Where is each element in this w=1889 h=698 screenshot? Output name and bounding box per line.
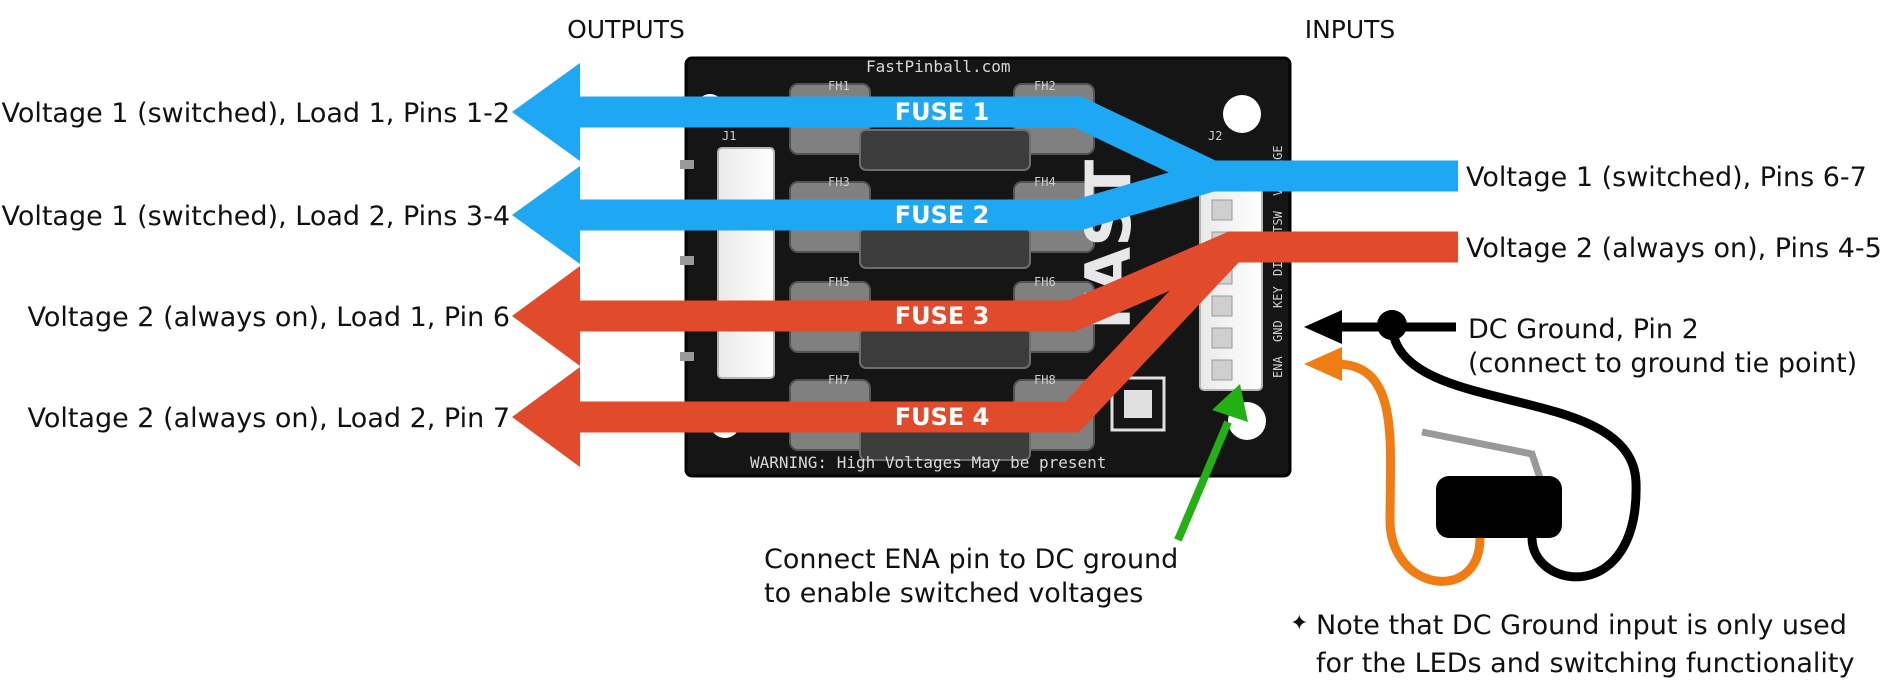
ena-arrow-head bbox=[1304, 347, 1342, 381]
ground-wiring bbox=[1304, 310, 1641, 586]
fh-label: FH8 bbox=[1034, 373, 1056, 387]
voltage1-paths bbox=[512, 63, 1458, 264]
output-arrow-head bbox=[512, 367, 580, 467]
ground-arrow-head bbox=[1304, 310, 1342, 344]
connector-j1 bbox=[717, 147, 775, 379]
ena-note-line1: Connect ENA pin to DC ground bbox=[764, 544, 1178, 575]
pin-label-ena: ENA bbox=[1271, 356, 1285, 378]
j2-label: J2 bbox=[1208, 129, 1222, 143]
voltage1-band-load1 bbox=[580, 96, 1458, 192]
fuse-label-1: FUSE 1 bbox=[895, 98, 990, 126]
ena-callout-arrow bbox=[1174, 384, 1248, 542]
fh-label: FH3 bbox=[828, 175, 850, 189]
fuse-label-4: FUSE 4 bbox=[895, 403, 990, 431]
footnote-line1: Note that DC Ground input is only used bbox=[1316, 610, 1847, 641]
fh-label: FH5 bbox=[828, 275, 850, 289]
fh-label: FH6 bbox=[1034, 275, 1056, 289]
output-label-3: Voltage 2 (always on), Load 1, Pin 6 bbox=[27, 302, 510, 333]
input-label-ground: DC Ground, Pin 2 bbox=[1468, 314, 1699, 345]
output-arrow-head bbox=[512, 266, 580, 366]
voltage2-band-load2 bbox=[580, 236, 1244, 433]
voltage2-band-load1 bbox=[580, 231, 1458, 332]
pin-label-key: KEY bbox=[1271, 286, 1285, 308]
inputs-header: INPUTS bbox=[1305, 15, 1396, 44]
fh-label: FH2 bbox=[1034, 79, 1056, 93]
board-warning: WARNING: High Voltages May be present bbox=[750, 453, 1106, 472]
switch-icon bbox=[1436, 476, 1562, 538]
footnote-line2: for the LEDs and switching functionality bbox=[1316, 648, 1854, 679]
output-label-4: Voltage 2 (always on), Load 2, Pin 7 bbox=[27, 403, 510, 434]
voltage2-paths bbox=[512, 231, 1458, 467]
fh-label: FH1 bbox=[828, 79, 850, 93]
fuse-label-3: FUSE 3 bbox=[895, 302, 990, 330]
fh-label: FH7 bbox=[828, 373, 850, 387]
fh-label: FH4 bbox=[1034, 175, 1056, 189]
output-label-2: Voltage 1 (switched), Load 2, Pins 3-4 bbox=[1, 201, 510, 232]
mounting-hole bbox=[1223, 95, 1261, 133]
output-label-1: Voltage 1 (switched), Load 1, Pins 1-2 bbox=[1, 98, 510, 129]
pin-label-gnd: GND bbox=[1271, 320, 1285, 342]
j1-label: J1 bbox=[722, 129, 736, 143]
board-brand-url: FastPinball.com bbox=[866, 57, 1011, 76]
fuse-label-2: FUSE 2 bbox=[895, 201, 990, 229]
input-label-ground-note: (connect to ground tie point) bbox=[1468, 348, 1857, 379]
ena-note-line2: to enable switched voltages bbox=[764, 578, 1143, 609]
output-arrow-head bbox=[512, 166, 580, 264]
input-label-voltage1: Voltage 1 (switched), Pins 6-7 bbox=[1466, 162, 1867, 193]
voltage1-band-load2 bbox=[580, 161, 1217, 231]
output-arrow-head bbox=[512, 63, 580, 161]
footnote-star-icon: ✦ bbox=[1290, 611, 1308, 636]
outputs-header: OUTPUTS bbox=[567, 15, 685, 44]
input-label-voltage2: Voltage 2 (always on), Pins 4-5 bbox=[1466, 233, 1882, 264]
